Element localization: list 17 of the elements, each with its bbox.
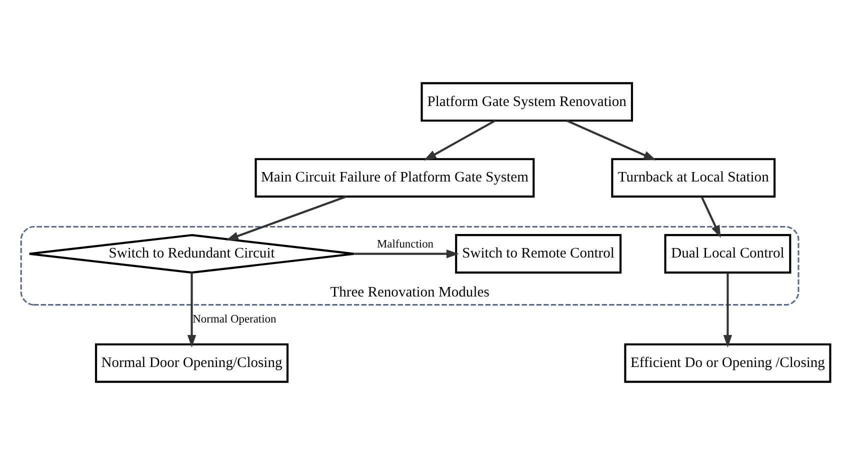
node-diamond: Switch to Redundant Circuit [28,234,356,274]
node-box: Turnback at Local Station [611,158,776,198]
node-box: Efficient Do or Opening /Closing [624,342,832,382]
arrow [187,272,196,347]
node-box: Dual Local Control [664,234,792,274]
arrow [566,119,656,160]
node-box: Platform Gate System Renovation [420,82,634,122]
node-box: Switch to Remote Control [455,234,622,274]
node-box: Main Circuit Failure of Platform Gate System [254,158,535,198]
edge-label: Normal Operation [192,312,276,325]
arrow [354,248,459,258]
arrow [700,196,721,238]
arrow [226,195,346,240]
node-box: Normal Door Opening/Closing [95,342,289,382]
arrow [723,272,732,347]
edge-label: Malfunction [376,238,434,250]
arrow [424,119,496,160]
